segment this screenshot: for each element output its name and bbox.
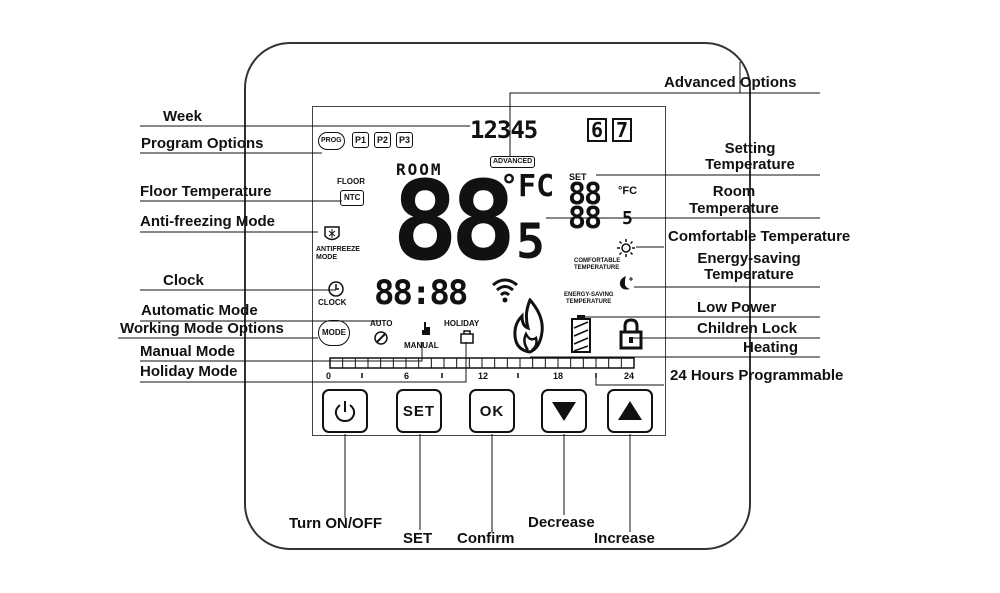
callout-setting-temperature-2: Temperature	[705, 156, 795, 173]
callout-children-lock: Children Lock	[697, 320, 798, 337]
callout-working-mode-options: Working Mode Options	[120, 320, 284, 337]
thermostat-body	[244, 42, 751, 550]
timeline-tick-6: 6	[404, 371, 410, 381]
program-p3-badge: P3	[396, 132, 414, 148]
timeline-tick-0: 0	[326, 371, 332, 381]
prog-badge: PROG	[318, 132, 345, 150]
callout-automatic-mode: Automatic Mode	[141, 302, 258, 319]
manual-label: MANUAL	[404, 341, 439, 350]
clock-label: CLOCK	[318, 298, 347, 307]
increase-button[interactable]	[607, 389, 653, 433]
callout-room-temperature-1: Room	[712, 183, 756, 200]
callout-energy-saving-1: Energy-saving	[697, 250, 801, 267]
ok-button-label: OK	[479, 402, 505, 420]
callout-turn-on-off: Turn ON/OFF	[289, 515, 383, 532]
program-p1-badge: P1	[352, 132, 370, 148]
callout-room-temperature-2: Temperature	[689, 200, 779, 217]
holiday-mode-icon	[460, 330, 474, 344]
set-temperature-decimal: 5	[622, 208, 633, 229]
comfortable-label-1: COMFORTABLE	[574, 258, 621, 264]
room-label: ROOM	[396, 160, 443, 179]
callout-set: SET	[403, 530, 433, 547]
clock-digits: 88:88	[374, 273, 468, 313]
leader-advanced-options	[509, 92, 820, 157]
leader-holiday	[140, 342, 467, 383]
ok-button[interactable]: OK	[469, 389, 515, 433]
callout-decrease: Decrease	[528, 514, 595, 531]
floor-label: FLOOR	[337, 177, 365, 186]
clock-icon	[328, 281, 344, 297]
callout-program-options: Program Options	[141, 135, 264, 152]
ntc-badge: NTC	[340, 190, 365, 206]
battery-icon	[571, 315, 591, 353]
antifreeze-label-1: ANTIFREEZE	[316, 246, 360, 253]
power-icon	[334, 401, 356, 423]
callout-24h-programmable: 24 Hours Programmable	[670, 367, 844, 384]
set-temperature-digits-2: 88	[568, 201, 602, 236]
room-temperature-decimal: 5	[516, 214, 545, 270]
callout-comfortable-temperature: Comfortable Temperature	[668, 228, 851, 245]
timeline-tick-24: 24	[624, 371, 635, 381]
set-temperature-digits: 88	[568, 177, 602, 212]
callout-manual-mode: Manual Mode	[140, 343, 236, 360]
timeline-bar	[329, 357, 635, 378]
set-button-label: SET	[402, 402, 436, 420]
callout-setting-temperature-1: Setting	[724, 140, 776, 157]
leader-manual	[140, 342, 423, 362]
mode-badge: MODE	[318, 320, 350, 346]
callout-confirm: Confirm	[457, 530, 515, 547]
callout-energy-saving-2: Temperature	[704, 266, 794, 283]
callout-holiday-mode: Holiday Mode	[140, 363, 238, 380]
callout-anti-freezing-mode: Anti-freezing Mode	[140, 213, 275, 230]
callout-increase: Increase	[594, 530, 655, 547]
up-triangle-icon	[618, 401, 642, 420]
week-day-6: 6	[587, 118, 608, 142]
power-button[interactable]	[322, 389, 368, 433]
callout-clock: Clock	[163, 272, 204, 289]
room-unit: °FC	[500, 169, 555, 204]
moon-icon	[619, 276, 633, 290]
callout-heating: Heating	[743, 339, 799, 356]
lcd-panel	[312, 106, 666, 436]
callout-low-power: Low Power	[697, 299, 777, 316]
callout-advanced-options: Advanced Options	[664, 74, 797, 91]
auto-mode-icon	[374, 331, 388, 345]
callout-week: Week	[163, 108, 202, 125]
energy-label-1: ENERGY-SAVING	[564, 292, 614, 298]
week-digits: 12345	[470, 116, 538, 144]
advanced-badge: ADVANCED	[490, 156, 536, 168]
decrease-button[interactable]	[541, 389, 587, 433]
comfortable-label-2: TEMPERATURE	[574, 265, 620, 271]
flame-icon	[513, 298, 544, 354]
leader-24h	[595, 378, 664, 386]
room-temperature-digits: 88	[392, 157, 516, 285]
holiday-label: HOLIDAY	[444, 319, 480, 328]
set-label: SET	[569, 172, 587, 182]
timeline-tick-12: 12	[478, 371, 489, 381]
set-button[interactable]: SET	[396, 389, 442, 433]
antifreeze-label-2: MODE	[316, 254, 337, 261]
manual-mode-icon	[422, 322, 430, 335]
sun-icon	[617, 239, 635, 257]
energy-label-2: TEMPERATURE	[566, 299, 612, 305]
auto-label: AUTO	[370, 319, 393, 328]
set-unit: °FC	[618, 185, 638, 197]
antifreeze-icon	[324, 226, 340, 241]
down-triangle-icon	[552, 402, 576, 421]
week-day-7: 7	[612, 118, 633, 142]
lock-icon	[619, 318, 643, 350]
program-p2-badge: P2	[374, 132, 392, 148]
wifi-icon	[492, 278, 518, 303]
timeline-tick-18: 18	[553, 371, 564, 381]
callout-floor-temperature: Floor Temperature	[140, 183, 272, 200]
